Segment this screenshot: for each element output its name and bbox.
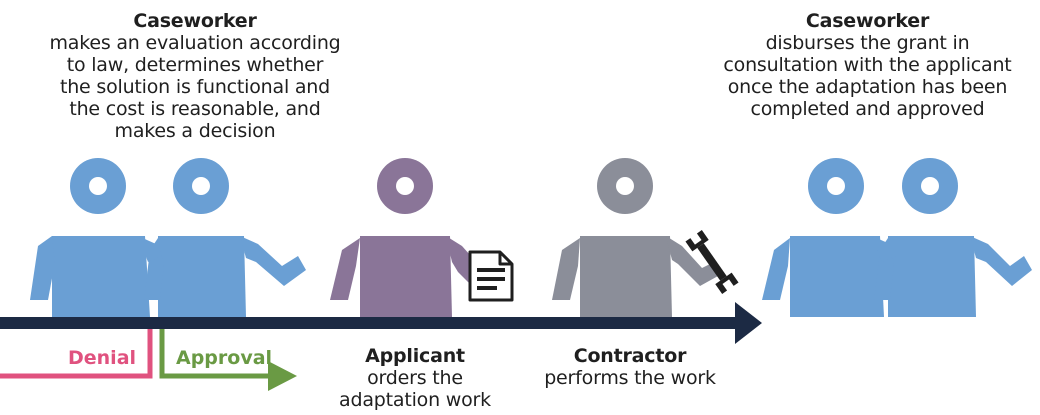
document-icon — [468, 250, 514, 302]
caseworker-right-line: consultation with the applicant — [723, 54, 1012, 76]
caseworker-left-line: the solution is functional and — [59, 76, 331, 98]
caseworker-left-line: makes a decision — [114, 120, 276, 142]
caseworker-right-line: completed and approved — [750, 98, 985, 120]
timeline-arrow — [0, 302, 762, 344]
caseworker-right-figure — [762, 158, 1032, 317]
denial-branch — [0, 329, 153, 379]
wrench-icon — [685, 230, 739, 294]
approval-branch — [159, 329, 297, 391]
caseworker-left-line: the cost is reasonable, and — [69, 98, 321, 120]
contractor-text: Contractor performs the work — [520, 345, 740, 389]
caseworker-right-text: Caseworker disburses the grant in consul… — [700, 10, 1035, 120]
applicant-figure — [330, 158, 478, 317]
contractor-title: Contractor — [573, 345, 687, 367]
applicant-line: adaptation work — [339, 389, 491, 411]
caseworker-left-title: Caseworker — [133, 10, 257, 32]
caseworker-left-line: to law, determines whether — [66, 54, 324, 76]
applicant-line: orders the — [367, 367, 463, 389]
caseworker-right-line: disburses the grant in — [765, 32, 970, 54]
contractor-line: performs the work — [544, 367, 716, 389]
contractor-figure — [552, 158, 718, 317]
caseworker-left-figure — [30, 158, 306, 317]
denial-label: Denial — [68, 347, 137, 369]
caseworker-left-text: Caseworker makes an evaluation according… — [10, 10, 380, 142]
approval-label: Approval — [176, 347, 273, 369]
applicant-text: Applicant orders the adaptation work — [330, 345, 500, 411]
caseworker-left-line: makes an evaluation according — [49, 32, 341, 54]
applicant-title: Applicant — [365, 345, 465, 367]
caseworker-right-title: Caseworker — [805, 10, 930, 32]
caseworker-right-line: once the adaptation has been — [727, 76, 1008, 98]
